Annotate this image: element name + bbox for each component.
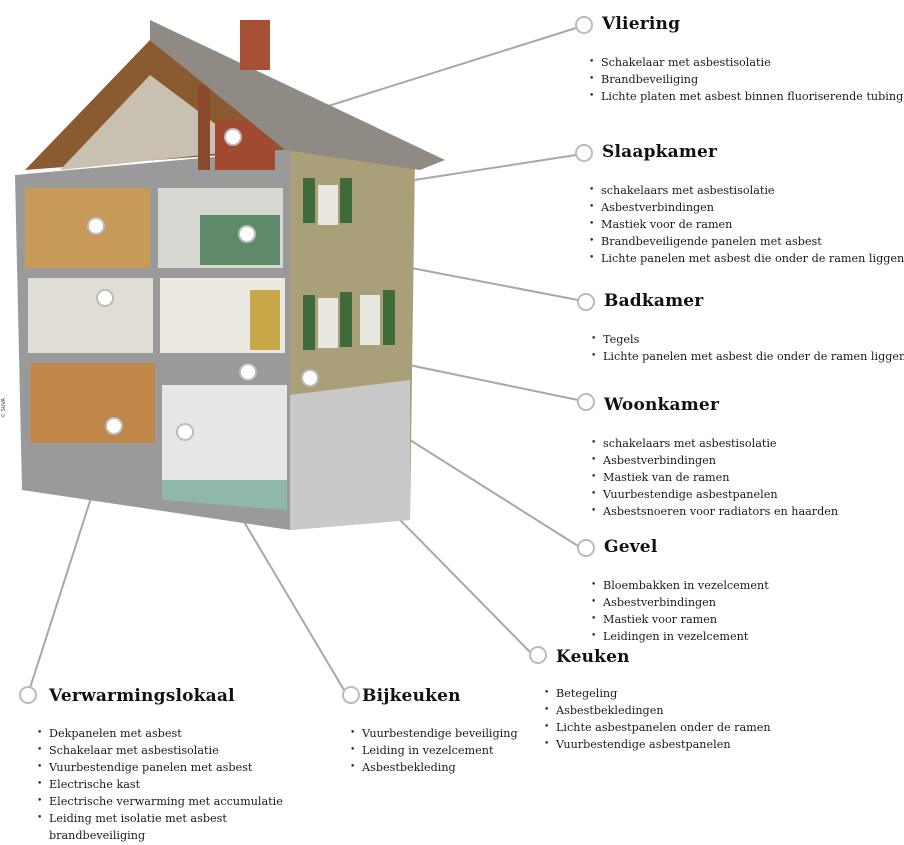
section-bijkeuken: Bijkeuken Vuurbestendige beveiliging Lei…: [350, 686, 518, 776]
list-item: Leiding in vezelcement: [350, 742, 518, 759]
section-slaapkamer: Slaapkamer schakelaars met asbestisolati…: [589, 142, 904, 267]
list-item: Brandbeveiliging: [589, 71, 903, 88]
item-list: schakelaars met asbestisolatie Asbestver…: [591, 435, 838, 520]
list-item: Brandbeveiligende panelen met asbest: [589, 233, 904, 250]
hotspot-markers: [87, 128, 319, 441]
list-item: Lichte asbestpanelen onder de ramen: [544, 719, 771, 736]
item-list: schakelaars met asbestisolatie Asbestver…: [589, 182, 904, 267]
list-item: Leiding met isolatie met asbest brandbev…: [37, 810, 249, 844]
item-list: Tegels Lichte panelen met asbest die ond…: [591, 331, 904, 365]
section-title: Verwarmingslokaal: [49, 686, 235, 706]
connector-verwarmingslokaal: [29, 469, 101, 689]
list-item: Asbestbekleding: [350, 759, 518, 776]
section-verwarmingslokaal: Verwarmingslokaal Dekpanelen met asbest …: [37, 686, 283, 844]
list-item: Betegeling: [544, 685, 771, 702]
list-item: schakelaars met asbestisolatie: [591, 435, 838, 452]
hotspot-keuken: [239, 363, 257, 381]
list-item: Asbestverbindingen: [589, 199, 904, 216]
list-item: Dekpanelen met asbest: [37, 725, 283, 742]
section-title: Gevel: [604, 537, 658, 557]
section-vliering: Vliering Schakelaar met asbestisolatie B…: [589, 14, 903, 105]
copyright-text: © SUVA: [0, 398, 7, 418]
list-item: Vuurbestendige beveiliging: [350, 725, 518, 742]
list-item: Asbestsnoeren voor radiators en haarden: [591, 503, 838, 520]
list-item: Tegels: [591, 331, 904, 348]
item-list: Betegeling Asbestbekledingen Lichte asbe…: [544, 685, 771, 753]
hotspot-vliering: [224, 128, 242, 146]
label-circles: [19, 16, 595, 704]
hotspot-gevel: [301, 369, 319, 387]
list-item: Vuurbestendige asbestpanelen: [591, 486, 838, 503]
hotspot-verwarmingslokaal: [105, 417, 123, 435]
hotspot-slaapkamer: [87, 217, 105, 235]
list-item: Schakelaar met asbestisolatie: [589, 54, 903, 71]
list-item: Schakelaar met asbestisolatie: [37, 742, 283, 759]
section-title: Keuken: [556, 647, 630, 667]
list-item: Vuurbestendige panelen met asbest: [37, 759, 283, 776]
list-item: schakelaars met asbestisolatie: [589, 182, 904, 199]
section-title: Badkamer: [604, 291, 704, 311]
section-title: Vliering: [602, 14, 681, 34]
list-item: Lichte platen met asbest binnen fluorise…: [589, 88, 903, 105]
list-item: Mastiek voor ramen: [591, 611, 769, 628]
section-gevel: Gevel Bloembakken in vezelcement Asbestv…: [591, 537, 769, 645]
section-badkamer: Badkamer Tegels Lichte panelen met asbes…: [591, 291, 904, 365]
item-list: Bloembakken in vezelcement Asbestverbind…: [591, 577, 769, 645]
section-title: Woonkamer: [604, 395, 720, 415]
list-item: Asbestverbindingen: [591, 452, 838, 469]
section-title: Slaapkamer: [602, 142, 718, 162]
hotspot-woonkamer: [96, 289, 114, 307]
section-title: Bijkeuken: [362, 686, 461, 706]
list-item: Lichte panelen met asbest die onder de r…: [591, 348, 904, 365]
item-list: Dekpanelen met asbest Schakelaar met asb…: [37, 725, 283, 844]
list-item: Electrische verwarming met accumulatie: [37, 793, 283, 810]
list-item: Mastiek voor de ramen: [589, 216, 904, 233]
connector-bijkeuken: [239, 514, 345, 691]
hotspot-bijkeuken: [176, 423, 194, 441]
connector-vliering: [289, 27, 577, 119]
section-keuken: Keuken Betegeling Asbestbekledingen Lich…: [544, 647, 771, 753]
house: [15, 20, 445, 530]
item-list: Schakelaar met asbestisolatie Brandbevei…: [589, 54, 903, 105]
hotspot-badkamer: [238, 225, 256, 243]
section-woonkamer: Woonkamer schakelaars met asbestisolatie…: [591, 395, 838, 520]
list-item: Bloembakken in vezelcement: [591, 577, 769, 594]
list-item: Electrische kast: [37, 776, 283, 793]
list-item: Mastiek van de ramen: [591, 469, 838, 486]
list-item: Asbestverbindingen: [591, 594, 769, 611]
item-list: Vuurbestendige beveiliging Leiding in ve…: [350, 725, 518, 776]
list-item: Leidingen in vezelcement: [591, 628, 769, 645]
list-item: Lichte panelen met asbest die onder de r…: [589, 250, 904, 267]
list-item: Asbestbekledingen: [544, 702, 771, 719]
list-item: Vuurbestendige asbestpanelen: [544, 736, 771, 753]
